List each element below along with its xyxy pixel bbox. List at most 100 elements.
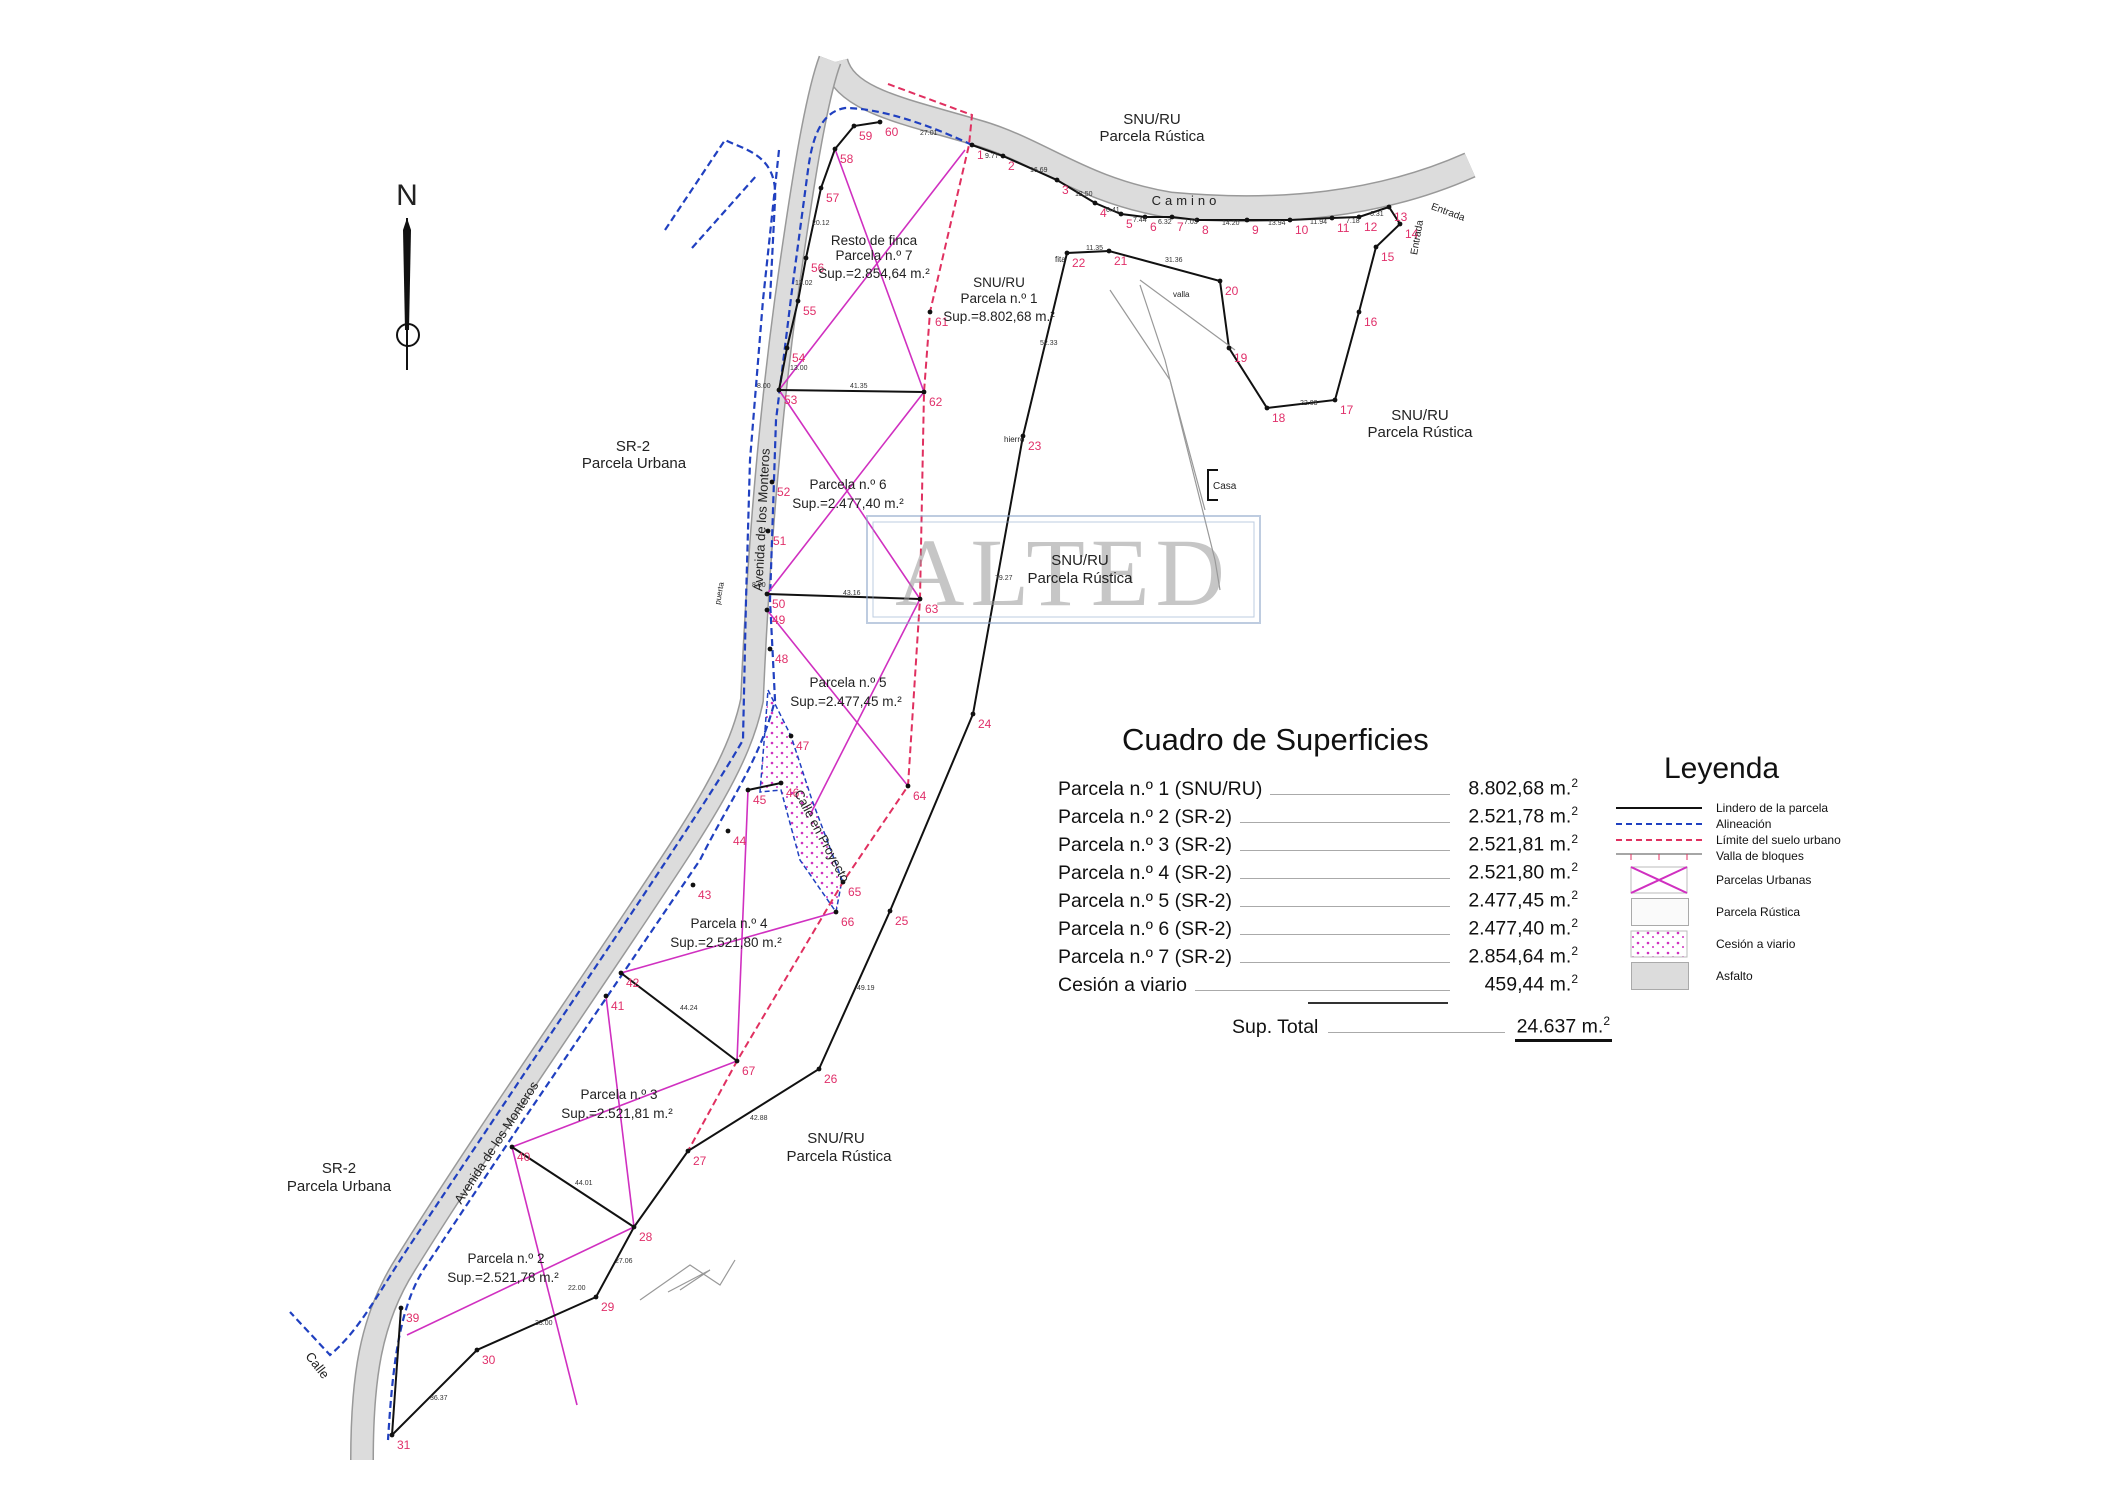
- survey-point-marker: [788, 733, 794, 739]
- surface-row: Parcela n.º 5 (SR-2)2.477,45 m.2: [1058, 888, 1578, 916]
- survey-point-label: 20: [1225, 284, 1239, 298]
- survey-point-label: 16: [1364, 315, 1378, 329]
- hierro-label: hierro: [1004, 435, 1025, 444]
- survey-point-marker: [593, 1294, 599, 1300]
- urban-parcel-cross-line: [511, 1146, 578, 1406]
- survey-point-marker: [1194, 217, 1200, 223]
- entrada-label: Entrada: [1409, 219, 1426, 256]
- survey-point-marker: [970, 711, 976, 717]
- survey-point-label: 40: [517, 1150, 531, 1164]
- survey-point-label: 53: [784, 393, 798, 407]
- total-row: Sup. Total 24.637 m.2: [1232, 1014, 1612, 1042]
- survey-point-label: 21: [1114, 254, 1128, 268]
- casa-symbol: [1207, 469, 1218, 501]
- survey-point-marker: [1054, 177, 1060, 183]
- parcel-3-label: Parcela n.º 3: [581, 1087, 658, 1102]
- survey-point-label: 42: [626, 976, 640, 990]
- north-label: N: [396, 179, 418, 212]
- survey-point-label: 60: [885, 125, 899, 139]
- survey-point-marker: [832, 146, 838, 152]
- puerta-label: puerta: [713, 581, 726, 605]
- survey-point-marker: [921, 389, 927, 395]
- urban-parcel-crosses: [406, 148, 966, 1406]
- survey-point-label: 54: [792, 351, 806, 365]
- survey-point-label: 56: [811, 261, 825, 275]
- surface-table-title: Cuadro de Superficies: [1122, 722, 1429, 757]
- legend-item-urban-limit: Límite del suelo urbano: [1616, 833, 1841, 847]
- parcel-5-label: Parcela n.º 5: [810, 675, 887, 690]
- survey-point-marker: [917, 596, 923, 602]
- measurement-label: 36.37: [430, 1395, 448, 1402]
- camino-label: Camino: [1152, 193, 1221, 208]
- avenida-label-lower: Avenida de los Monteros: [451, 1078, 542, 1206]
- survey-point-label: 24: [978, 717, 992, 731]
- measurement-label: 41.35: [850, 383, 868, 390]
- parcel-4-label: Parcela n.º 4: [691, 916, 768, 931]
- survey-point-marker: [818, 185, 824, 191]
- survey-point-marker: [398, 1305, 404, 1311]
- survey-point-label: 57: [826, 191, 840, 205]
- measurement-label: 9.77: [985, 153, 999, 160]
- survey-point-label: 66: [841, 915, 855, 929]
- survey-point-label: 55: [803, 304, 817, 318]
- parcel-1-label: Parcela n.º 1: [961, 291, 1038, 306]
- survey-point-marker: [1332, 397, 1338, 403]
- surface-row-label: Cesión a viario: [1058, 973, 1187, 996]
- survey-point-label: 9: [1252, 223, 1259, 237]
- measurement-label: 8.00: [757, 383, 771, 390]
- zone-label: SNU/RU: [807, 1130, 865, 1147]
- survey-point-label: 8: [1202, 223, 1209, 237]
- survey-point-label: 4: [1100, 206, 1107, 220]
- surface-row-value: 2.854,64 m.2: [1468, 944, 1578, 968]
- survey-point-label: 25: [895, 914, 909, 928]
- survey-point-label: 46: [786, 786, 800, 800]
- measurement-label: 22.03: [1300, 400, 1318, 407]
- zone-label: Parcela Rústica: [1367, 424, 1473, 441]
- surface-row: Parcela n.º 4 (SR-2)2.521,80 m.2: [1058, 860, 1578, 888]
- north-arrow: N: [396, 179, 420, 370]
- measurement-label: 27.01: [920, 130, 938, 137]
- survey-point-label: 62: [929, 395, 943, 409]
- survey-point-label: 18: [1272, 411, 1286, 425]
- survey-point-label: 41: [611, 999, 625, 1013]
- surface-row-value: 2.521,80 m.2: [1468, 860, 1578, 884]
- measurement-label: 6.31: [1370, 211, 1384, 218]
- avenida-road: [350, 55, 842, 1461]
- survey-point-marker: [745, 787, 751, 793]
- survey-point-label: 31: [397, 1438, 411, 1452]
- survey-point-label: 59: [859, 129, 873, 143]
- survey-point-label: 26: [824, 1072, 838, 1086]
- survey-point-marker: [816, 1066, 822, 1072]
- survey-point-marker: [1217, 278, 1223, 284]
- surface-row-label: Parcela n.º 5 (SR-2): [1058, 889, 1233, 912]
- measurement-label: 52.33: [1040, 340, 1058, 347]
- survey-point-marker: [690, 882, 696, 888]
- survey-point-marker: [1092, 200, 1098, 206]
- measurement-label: 16.69: [1030, 167, 1048, 174]
- survey-point-marker: [1356, 309, 1362, 315]
- survey-point-label: 30: [482, 1353, 496, 1367]
- survey-point-label: 49: [772, 613, 786, 627]
- legend: Leyenda Lindero de la parcela Alineación…: [1616, 752, 1876, 992]
- surface-row-label: Parcela n.º 1 (SNU/RU): [1058, 777, 1263, 800]
- legend-title: Leyenda: [1664, 752, 1780, 785]
- parcel-3-area: Sup.=2.521,81 m.²: [561, 1106, 673, 1121]
- surface-row-value: 8.802,68 m.2: [1468, 776, 1578, 800]
- survey-point-marker: [631, 1224, 637, 1230]
- measurement-label: 7.03: [1184, 219, 1198, 226]
- survey-point-marker: [795, 298, 801, 304]
- survey-point-marker: [509, 1144, 515, 1150]
- urban-parcel-cross-line: [766, 391, 925, 595]
- legend-item-cesion: Cesión a viario: [1616, 928, 1876, 960]
- valla-label: valla: [1173, 290, 1190, 299]
- survey-point-label: 43: [698, 888, 712, 902]
- survey-point-marker: [905, 783, 911, 789]
- measurement-label: 33.00: [535, 1320, 553, 1327]
- measurement-label: 13.94: [1268, 220, 1286, 227]
- measurement-label: 44.24: [680, 1005, 698, 1012]
- survey-point-label: 45: [753, 793, 767, 807]
- survey-point-label: 28: [639, 1230, 653, 1244]
